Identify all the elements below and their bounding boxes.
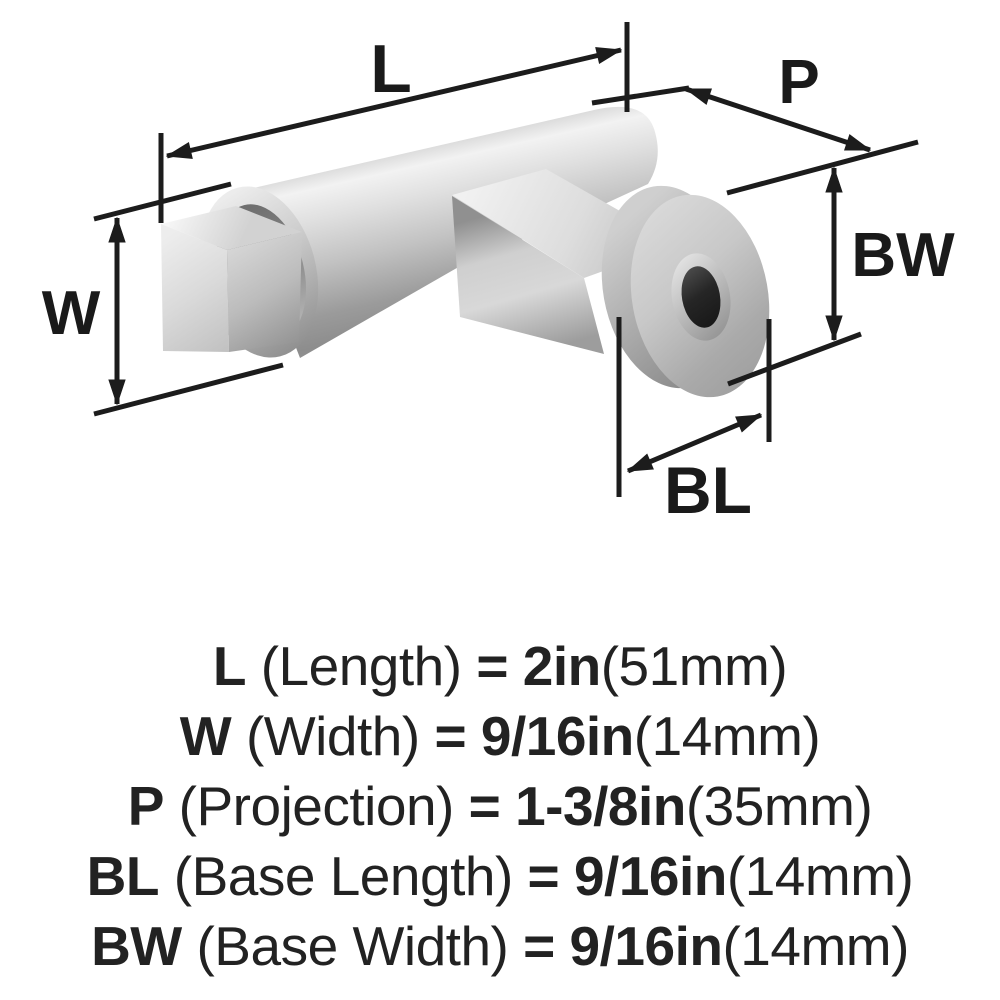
dim-base-width: BW: [727, 168, 955, 387]
base-length-arrow: [628, 412, 761, 474]
end-cap-side-face: [227, 232, 302, 352]
spec-line-length: L (Length) = 2in(51mm): [0, 631, 1000, 701]
spec-metric-value: (14mm): [726, 845, 914, 907]
equals-sign: =: [434, 705, 467, 767]
spec-metric-value: (35mm): [685, 775, 873, 837]
equals-sign: =: [527, 845, 560, 907]
bar-cylinder: [236, 106, 658, 358]
spec-metric-value: (14mm): [633, 705, 821, 767]
spec-line-width: W (Width) = 9/16in(14mm): [0, 701, 1000, 771]
projection-extension-right: [726, 139, 919, 196]
spec-line-base-width: BW (Base Width) = 9/16in(14mm): [0, 911, 1000, 981]
spec-imperial-value: 9/16in: [573, 845, 727, 907]
dimension-annotations: L W P BW BL: [42, 22, 955, 527]
width-extension-bottom: [93, 362, 284, 417]
spec-metric-value: (14mm): [722, 915, 909, 977]
base-width-extension-bottom: [727, 331, 862, 387]
spec-name: (Base Width): [196, 915, 509, 977]
spec-line-projection: P (Projection) = 1-3/8in(35mm): [0, 771, 1000, 841]
width-extension-top: [93, 181, 232, 222]
spec-legend: L (Length) = 2in(51mm) W (Width) = 9/16i…: [0, 631, 1000, 981]
end-cap-top-face: [161, 206, 302, 250]
projection-label: P: [778, 48, 819, 117]
knob-illustration: [161, 106, 770, 398]
spec-imperial-value: 9/16in: [480, 705, 634, 767]
spec-name: (Base Length): [173, 845, 514, 907]
diagram-canvas: L W P BW BL: [42, 22, 955, 527]
spec-abbr: L: [212, 635, 247, 697]
projection-extension-left: [591, 85, 690, 106]
base-length-label: BL: [664, 453, 752, 527]
base-width-label: BW: [851, 221, 955, 290]
spec-name: (Projection): [178, 775, 455, 837]
projection-arrow: [686, 86, 870, 153]
spec-line-base-length: BL (Base Length) = 9/16in(14mm): [0, 841, 1000, 911]
equals-sign: =: [468, 775, 501, 837]
spec-imperial-value: 1-3/8in: [515, 775, 686, 837]
equals-sign: =: [523, 915, 555, 977]
length-arrow: [167, 50, 621, 156]
dim-width: W: [42, 181, 284, 417]
spec-abbr: BL: [86, 845, 160, 907]
stem-side-face: [452, 196, 604, 354]
spec-imperial-value: 2in: [522, 635, 601, 697]
spec-name: (Length): [260, 635, 462, 697]
dim-base-length: BL: [616, 317, 772, 527]
spec-metric-value: (51mm): [600, 635, 788, 697]
spec-imperial-value: 9/16in: [569, 915, 723, 977]
equals-sign: =: [476, 635, 508, 697]
width-label: W: [42, 279, 101, 348]
length-label: L: [370, 31, 412, 107]
spec-abbr: BW: [91, 915, 182, 977]
spec-abbr: W: [179, 705, 232, 767]
knob-dimension-diagram: L W P BW BL: [42, 22, 955, 527]
dim-projection: P: [591, 48, 919, 196]
spec-name: (Width): [245, 705, 420, 767]
mounting-hole: [681, 266, 721, 328]
spec-abbr: P: [127, 775, 165, 837]
end-cap-front-face: [161, 224, 229, 352]
